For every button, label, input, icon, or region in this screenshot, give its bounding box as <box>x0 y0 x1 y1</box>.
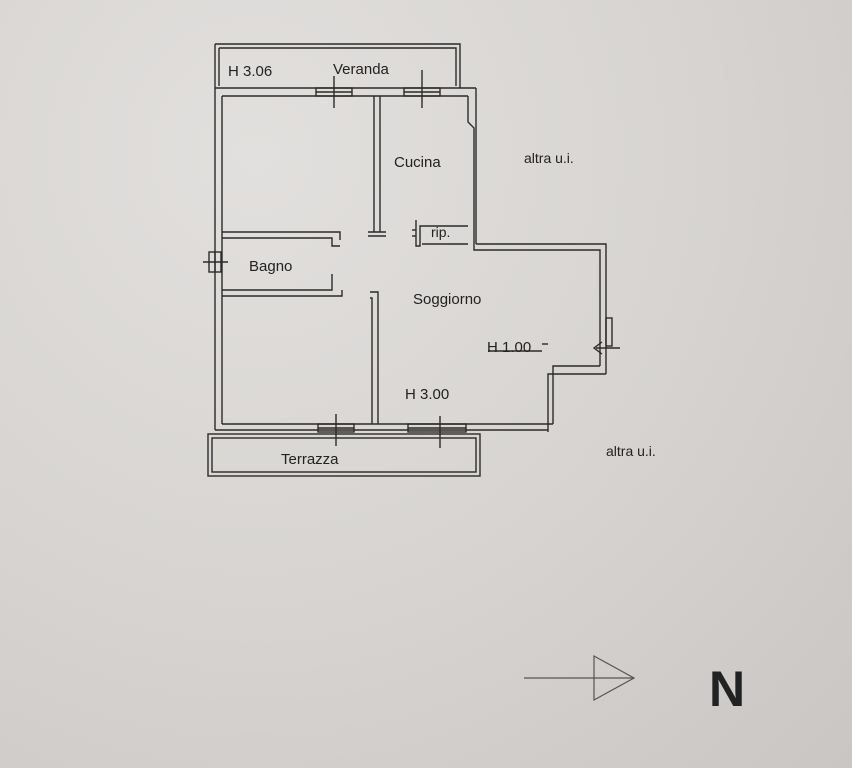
terrazza-label: Terrazza <box>281 451 339 468</box>
neighbor-unit-bottom-label: altra u.i. <box>606 443 656 459</box>
soggiorno-label: Soggiorno <box>413 291 481 308</box>
bagno-label: Bagno <box>249 258 292 275</box>
neighbor-unit-label: altra u.i. <box>524 150 574 166</box>
ripostiglio-label: rip. <box>431 224 450 240</box>
terrazza-outline <box>207 433 481 477</box>
soggiorno-low-height-label: H 1.00 <box>487 339 531 356</box>
windows <box>203 70 467 448</box>
north-arrow-icon <box>524 654 636 702</box>
veranda-label: Veranda <box>333 61 390 78</box>
entry-arrow <box>592 341 620 355</box>
soggiorno-height-label: H 3.00 <box>405 386 449 403</box>
north-label: N <box>709 661 745 717</box>
interior-walls <box>222 96 548 424</box>
veranda-height-label: H 3.06 <box>228 63 272 80</box>
veranda-outline <box>214 43 461 88</box>
cucina-label: Cucina <box>394 154 441 171</box>
